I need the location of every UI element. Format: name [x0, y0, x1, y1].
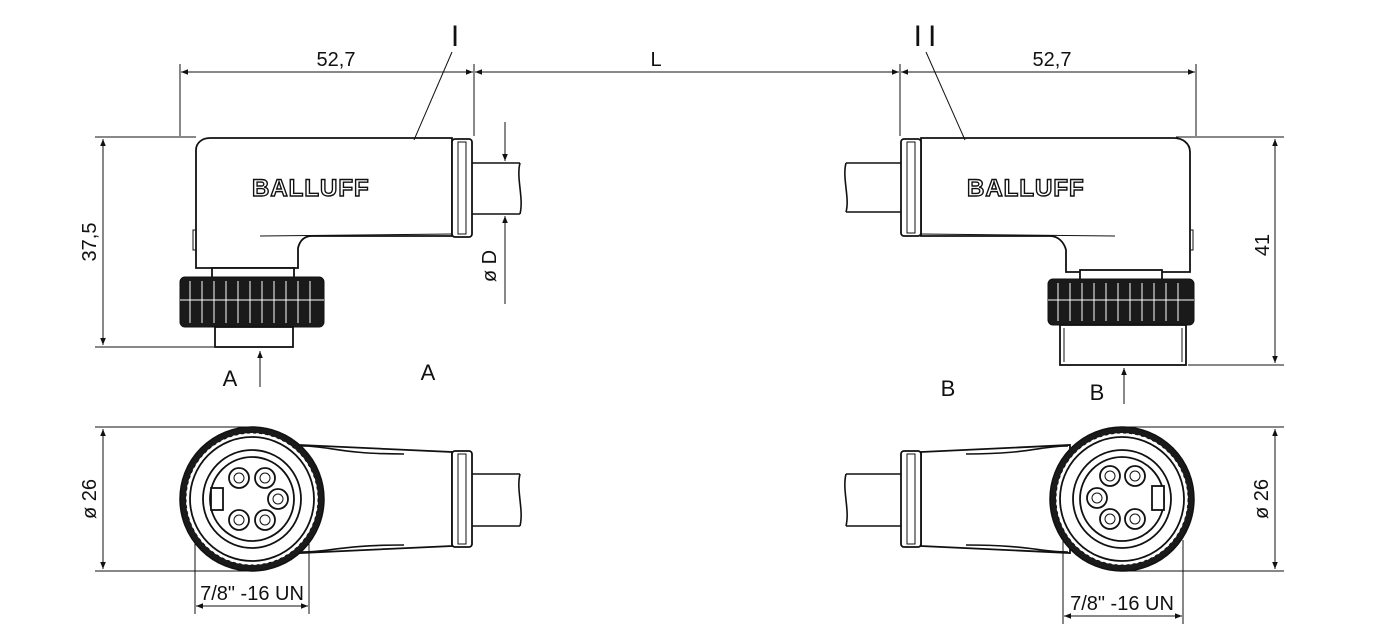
side-marker-left: I [451, 20, 459, 53]
dim-thread-left: 7/8" -16 UN [200, 583, 304, 605]
dim-height-left: 37,5 [79, 223, 101, 262]
dim-diameter-left: ø 26 [79, 479, 101, 519]
right-connector-side-view: BALLUFF [844, 137, 1195, 366]
dim-length-cable: L [650, 49, 661, 71]
brand-logo-left: BALLUFF [252, 175, 370, 202]
brand-logo-right: BALLUFF [967, 175, 1085, 202]
right-connector-face-view [844, 426, 1195, 572]
dim-length-right: 52,7 [1033, 49, 1072, 71]
side-marker-right: II [914, 20, 943, 53]
view-b-arrow-label: B [1090, 380, 1105, 405]
view-a-label: A [421, 360, 436, 385]
dim-diameter-right: ø 26 [1251, 479, 1273, 519]
dim-length-left: 52,7 [317, 49, 356, 71]
dim-height-right: 41 [1252, 234, 1274, 256]
view-b-label: B [941, 376, 956, 401]
bottom-dimensions: ø 26 ø 26 7/8" -16 UN 7/8" -16 UN [79, 426, 1284, 624]
left-connector-face-view [179, 426, 522, 572]
dim-cable-diameter: ø D [479, 250, 501, 282]
top-dimensions: 52,7 L 52,7 I II 37,5 41 ø D A A B B [79, 20, 1284, 405]
left-connector-side-view: BALLUFF [179, 137, 522, 348]
dim-thread-right: 7/8" -16 UN [1070, 593, 1174, 615]
view-a-arrow-label: A [223, 366, 238, 391]
